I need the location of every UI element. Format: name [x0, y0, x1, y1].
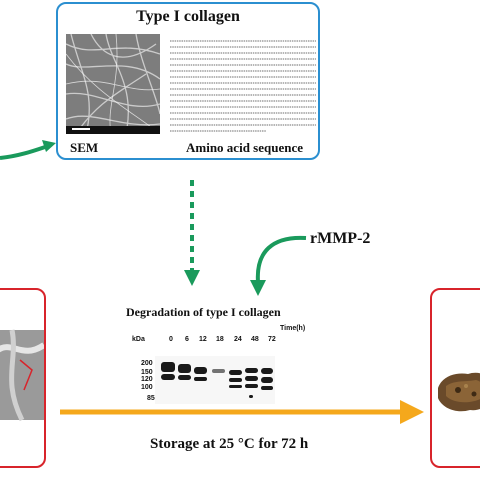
orange-storage-arrowhead: [400, 400, 424, 424]
lane-label: 48: [251, 336, 259, 343]
mw-marker-label: 150: [141, 369, 153, 376]
western-blot-gel: [155, 356, 275, 404]
sem-label: SEM: [70, 140, 99, 155]
amino-acid-sequence-text: [170, 40, 316, 132]
lane-label: 18: [216, 336, 224, 343]
lane-label: 24: [234, 336, 242, 343]
mw-marker-label: 100: [141, 384, 153, 391]
left-sample-box: [0, 288, 46, 468]
green-arrow-left: [0, 144, 49, 160]
meat-sample-image: [438, 372, 480, 412]
lane-label: 12: [199, 336, 207, 343]
green-curved-arrow: [255, 235, 307, 283]
storage-label: Storage at 25 °C for 72 h: [150, 436, 309, 452]
collagen-box: Type I collagen: [56, 2, 320, 160]
kda-label: kDa: [132, 336, 145, 343]
lane-label: 6: [185, 336, 189, 343]
sem-micrograph-image: [66, 34, 160, 134]
mw-marker-label: 120: [141, 376, 153, 383]
degradation-title: Degradation of type I collagen: [126, 305, 281, 319]
right-sample-box: [430, 288, 480, 468]
time-axis-label: Time(h): [280, 325, 306, 332]
lane-label: 0: [169, 336, 173, 343]
green-dashed-arrowhead: [184, 270, 200, 286]
mw-marker-label: 200: [141, 360, 153, 367]
green-curved-arrowhead: [250, 280, 266, 296]
enzyme-label: rMMP-2: [310, 230, 371, 247]
mw-marker-label: 85: [147, 395, 155, 402]
green-arrowhead-left: [42, 140, 56, 152]
lane-label: 72: [268, 336, 276, 343]
collagen-title: Type I collagen: [136, 8, 240, 25]
sequence-label: Amino acid sequence: [186, 140, 303, 155]
left-sample-image: [0, 329, 44, 422]
